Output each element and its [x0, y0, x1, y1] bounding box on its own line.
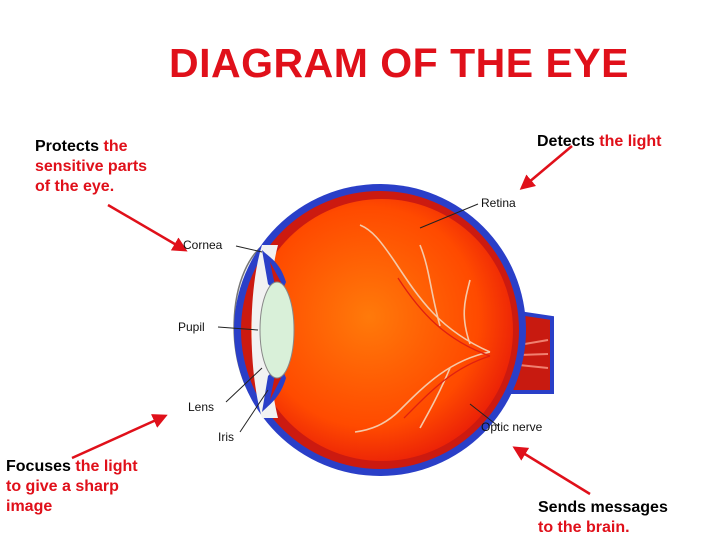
protects-note-red-1: the: [103, 138, 128, 155]
arrow-focuses: [71, 414, 168, 460]
focuses-note-red-2: to give a sharp: [6, 478, 119, 495]
lens: [259, 281, 295, 379]
arrow-protects: [107, 203, 188, 252]
focuses-note: Focuses the light to give a sharp image: [6, 457, 138, 517]
label-pointers: [217, 203, 499, 433]
focuses-note-black: Focuses: [6, 458, 71, 475]
sends-note-line1: Sends messages: [538, 499, 668, 516]
blood-vessels: [354, 224, 491, 433]
detects-note-black: Detects: [537, 133, 595, 150]
protects-note-black: Protects: [35, 138, 100, 155]
detects-note-red: the light: [599, 133, 662, 150]
protects-note-red-3: of the eye.: [35, 178, 115, 195]
protects-note: Protects the sensitive parts of the eye.: [35, 137, 147, 197]
arrow-detects: [519, 145, 573, 190]
arrow-sends: [512, 446, 591, 496]
protects-note-red-2: sensitive parts: [35, 158, 148, 175]
label-cornea: Cornea: [183, 238, 223, 252]
label-pupil: Pupil: [178, 320, 205, 334]
sends-note: Sends messages to the brain.: [538, 498, 668, 538]
detects-note: Detects the light: [537, 132, 661, 152]
label-retina: Retina: [481, 196, 516, 210]
focuses-note-red-3: image: [6, 498, 53, 515]
sends-note-line2: to the brain.: [538, 519, 630, 536]
page-title: DIAGRAM OF THE EYE: [168, 40, 630, 86]
label-optic-nerve: Optic nerve: [481, 420, 543, 434]
label-lens: Lens: [188, 400, 215, 414]
vitreous: [251, 199, 513, 461]
focuses-note-red-1: the light: [75, 458, 138, 475]
label-iris: Iris: [218, 430, 234, 444]
